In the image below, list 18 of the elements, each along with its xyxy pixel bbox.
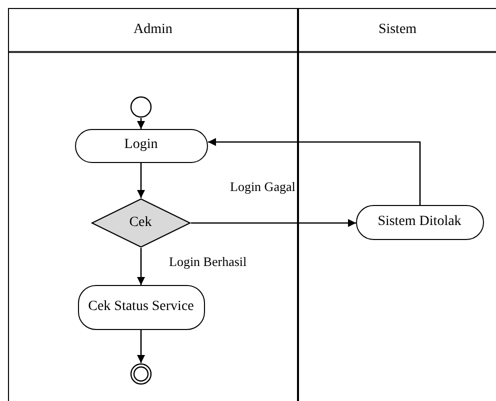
lane-header: Admin <box>9 9 297 53</box>
arrow <box>191 219 356 227</box>
decision-diamond <box>90 198 190 248</box>
edge-label: Login Gagal <box>229 179 296 195</box>
arrow <box>137 163 145 198</box>
start-node <box>130 96 152 118</box>
activity-box: Sistem Ditolak <box>356 204 484 240</box>
arrow <box>137 330 145 363</box>
lane-header: Sistem <box>299 9 496 53</box>
arrow <box>208 138 421 205</box>
arrow <box>137 248 145 285</box>
edge-label: Login Berhasil <box>168 254 248 270</box>
activity-box: Cek Status Service <box>78 284 204 330</box>
decision-label: Cek <box>128 214 153 232</box>
end-node <box>130 362 152 384</box>
swimlane <box>298 8 496 401</box>
activity-box: Login <box>74 128 208 162</box>
arrow <box>137 118 145 129</box>
